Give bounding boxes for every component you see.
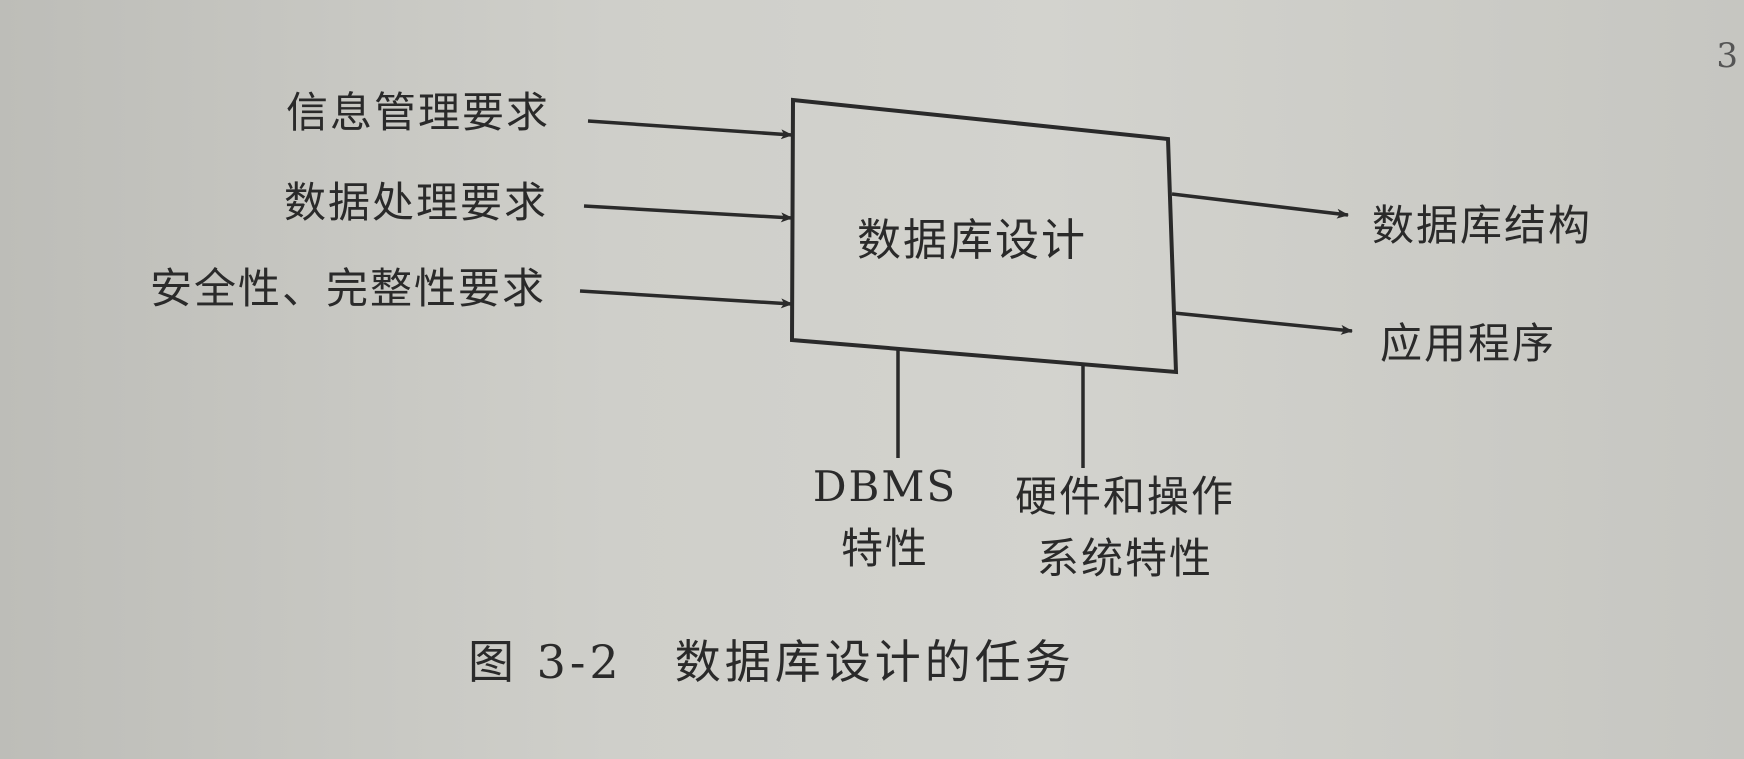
constraint-hw-line2: 系统特性: [1036, 534, 1213, 583]
constraint-dbms-line1: DBMS: [812, 462, 958, 511]
input-label-info-management: 信息管理要求: [285, 88, 550, 137]
constraint-hw-line1: 硬件和操作: [1014, 472, 1235, 521]
output-arrow-2: [1173, 311, 1353, 335]
figure-caption: 图 3-2 数据库设计的任务: [468, 626, 1075, 692]
constraint-label-hardware-os: 硬件和操作 系统特性: [980, 466, 1270, 590]
input-arrow-2: [583, 204, 793, 223]
page-number: 3: [1716, 36, 1738, 76]
process-box: [789, 97, 1179, 375]
process-label: 数据库设计: [857, 215, 1087, 266]
input-label-data-processing: 数据处理要求: [283, 178, 548, 227]
figure-title: 数据库设计的任务: [674, 635, 1075, 689]
input-arrow-1: [587, 119, 793, 140]
constraint-dbms-line2: 特性: [840, 524, 929, 573]
figure-number: 图 3-2: [468, 635, 623, 689]
output-label-application: 应用程序: [1380, 319, 1557, 368]
constraint-label-dbms: DBMS 特性: [790, 456, 980, 580]
input-arrow-3: [579, 289, 793, 309]
input-label-security-integrity: 安全性、完整性要求: [149, 264, 546, 313]
output-label-db-structure: 数据库结构: [1372, 201, 1593, 250]
output-arrow-1: [1171, 192, 1349, 219]
